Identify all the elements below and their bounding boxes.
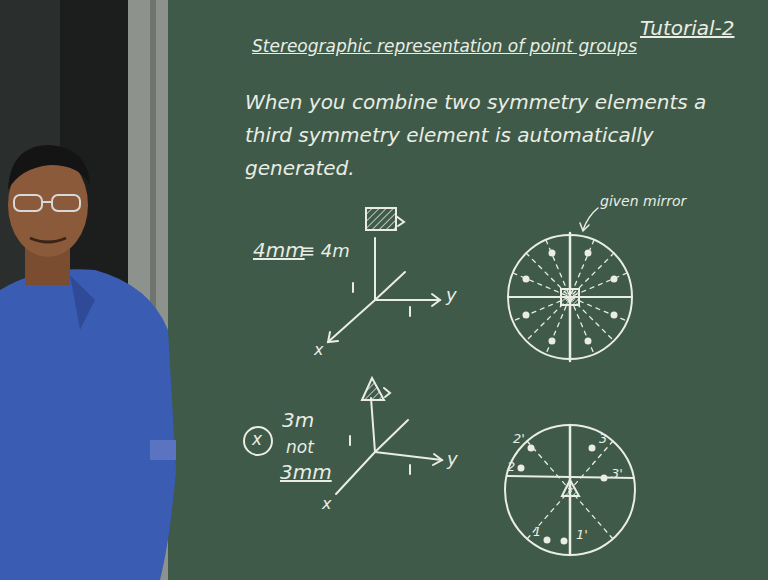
equivalence-text: ≡ 4m (300, 240, 350, 262)
axis-extension (375, 272, 405, 300)
rotation-mark (396, 216, 404, 226)
tick (349, 436, 351, 445)
pole-number: 2' (513, 431, 525, 447)
point-group-name: 3m (282, 408, 314, 432)
cross-circle (244, 427, 272, 455)
arrow-head (433, 454, 442, 465)
x-axis (336, 452, 375, 494)
tutorial-label: Tutorial-2 (640, 16, 735, 40)
pole-number: 1' (576, 527, 588, 543)
arrow-head (328, 332, 338, 342)
cross-mark: x (252, 429, 262, 449)
tick (352, 283, 354, 292)
pole-dots (523, 250, 618, 345)
chalk-drawings (244, 208, 635, 555)
board-title: Stereographic representation of point gr… (252, 36, 637, 56)
note-text: not (286, 437, 314, 457)
pole-number: 2 (507, 459, 515, 475)
stereogram-circle (505, 425, 635, 555)
annotation-text: given mirror (600, 193, 686, 210)
dashed-mirrors (513, 240, 627, 354)
pole-dots (518, 445, 608, 545)
y-axis (375, 299, 440, 301)
z-axis (374, 238, 376, 300)
x-axis (328, 300, 375, 342)
y-axis (375, 452, 442, 460)
arrow-head (432, 294, 440, 306)
square-motif (561, 289, 579, 305)
z-axis (371, 398, 375, 452)
axis-label: x (322, 494, 331, 513)
rotation-mark (384, 388, 390, 397)
axis-label: y (446, 284, 457, 306)
arrow-head (580, 223, 589, 231)
axis-label: x (314, 340, 323, 359)
point-group-name: 3mm (280, 460, 332, 484)
axis-extension (375, 420, 408, 452)
pole-number: 3 (599, 431, 607, 447)
dashed-lines (527, 441, 613, 539)
pole-number: 3' (611, 466, 623, 482)
triangle-motif (562, 480, 579, 496)
axis-label: y (447, 448, 458, 470)
square-crystal (366, 208, 396, 230)
lecturer (0, 145, 176, 580)
tick (409, 465, 411, 474)
leader-line (583, 208, 598, 230)
point-group-name: 4mm (253, 238, 305, 262)
triangle-crystal (362, 378, 384, 400)
statement-text: When you combine two symmetry elements a… (245, 86, 715, 185)
pole-number: 1 (533, 524, 541, 540)
tick (409, 307, 411, 316)
